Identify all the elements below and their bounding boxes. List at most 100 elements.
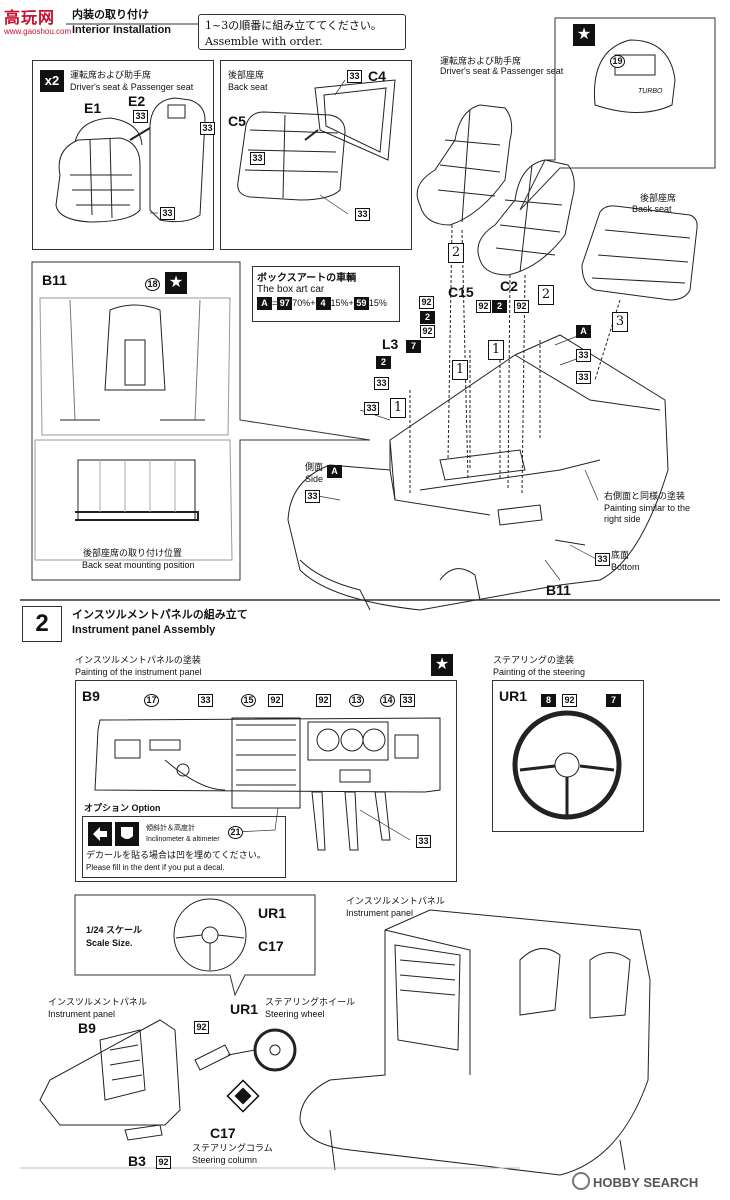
right-side-ja: 右側面と同様の塗装 <box>604 491 686 501</box>
instruction-box: 1~3の順番に組み立ててください。 Assemble with order. <box>198 14 406 50</box>
car-body-b11-drawing <box>287 334 669 611</box>
side-label-en: Side <box>305 474 324 484</box>
paint-17: 17 <box>144 694 159 707</box>
paint-33: 33 <box>305 490 320 503</box>
steering-painting-drawing <box>512 710 622 820</box>
paint-92: 92 <box>194 1021 209 1034</box>
mount-label-ja: 後部座席の取り付け位置 <box>83 548 183 558</box>
paint-2: 2 <box>492 300 507 313</box>
part-b11-box: B11 <box>42 272 67 288</box>
option-icons <box>88 822 139 846</box>
order-1: 1 <box>488 340 504 360</box>
paint-13: 13 <box>349 694 364 707</box>
panel-star-badge: ★ <box>431 654 453 676</box>
side-label-ja: 側面 <box>305 462 324 472</box>
paint-33: 33 <box>347 70 362 83</box>
part-e1: E1 <box>84 100 102 116</box>
passenger-seat-drawing <box>477 159 575 276</box>
back-seat-main-drawing <box>581 205 698 301</box>
seats-label-en: Driver's seat & Passenger seat <box>70 82 194 92</box>
bottom-label-ja: 底面 <box>611 550 630 560</box>
instrument-panel-drawing <box>94 717 441 851</box>
steer-paint-label-en: Painting of the steering <box>493 667 586 677</box>
mount-label-en: Back seat mounting position <box>82 560 195 570</box>
panel-paint-label-ja: インスツルメントパネルの塗装 <box>75 655 201 665</box>
part-c4: C4 <box>368 68 386 84</box>
part-b9: B9 <box>78 1020 96 1036</box>
main-back-label-ja: 後部座席 <box>640 193 677 203</box>
paint-a: A <box>257 297 272 310</box>
back-seat-label-ja: 後部座席 <box>228 70 265 80</box>
option-title: オプション Option <box>84 803 161 813</box>
panel-paint-label-en: Painting of the instrument panel <box>75 667 202 677</box>
seat-e1-drawing <box>55 117 143 223</box>
paint-33: 33 <box>198 694 213 707</box>
incl-label-ja: 傾斜計＆高度計 <box>146 825 195 832</box>
paint-92: 92 <box>156 1156 171 1169</box>
paint-33: 33 <box>595 553 610 566</box>
paint-33: 33 <box>364 402 379 415</box>
part-ur1-paint: UR1 <box>499 688 528 704</box>
paint-92: 92 <box>316 694 331 707</box>
instruction-ja: 1~3の順番に組み立ててください。 <box>205 19 382 32</box>
column-label-en: Steering column <box>192 1155 258 1165</box>
order-2: 2 <box>448 243 464 263</box>
seat-badge-text: TURBO <box>638 88 663 95</box>
main-seats-label-ja: 運転席および助手席 <box>440 56 522 66</box>
paint-33: 33 <box>160 207 175 220</box>
paint-33: 33 <box>250 152 265 165</box>
paint-33: 33 <box>133 110 148 123</box>
seat-e2-drawing <box>129 97 206 223</box>
paint-33: 33 <box>576 349 591 362</box>
part-c17: C17 <box>210 1125 236 1141</box>
bottom-label-en: Bottom <box>611 562 640 572</box>
seats-multiplier: x2 <box>40 70 64 92</box>
lower-panel-drawing <box>39 1019 297 1141</box>
mix-p2: 15%+ <box>330 298 354 308</box>
paint-33: 33 <box>355 208 370 221</box>
part-c17-scale: C17 <box>258 938 284 954</box>
paint-97: 97 <box>277 297 293 310</box>
part-ur1: UR1 <box>230 1001 259 1017</box>
decal-note-ja: デカールを貼る場合は凹を埋めてください。 <box>86 850 266 860</box>
part-b9-paint: B9 <box>82 688 100 704</box>
seats-label-ja: 運転席および助手席 <box>70 70 152 80</box>
part-b11: B11 <box>546 582 571 598</box>
step1-title-en: Interior Installation <box>72 24 172 36</box>
paint-15: 15 <box>241 694 256 707</box>
steer-paint-label-ja: ステアリングの塗装 <box>493 655 575 665</box>
part-c2: C2 <box>500 278 518 294</box>
wheel-label-en: Steering wheel <box>265 1009 325 1019</box>
boxart-title-ja: ボックスアートの車輌 <box>257 273 357 284</box>
part-ur1-scale: UR1 <box>258 905 287 921</box>
back-seat-c5-drawing <box>237 111 346 201</box>
lower-car-drawing <box>299 909 651 1176</box>
footer-logo: HOBBY SEARCH <box>572 1172 698 1190</box>
right-ip-label-ja: インスツルメントパネル <box>346 896 445 906</box>
paint-92: 92 <box>268 694 283 707</box>
order-1: 1 <box>452 360 468 380</box>
site-url: www.gaoshou.com <box>4 27 72 36</box>
main-seats-label-en: Driver's seat & Passenger seat <box>440 66 564 76</box>
right-ip-label-en: Instrument panel <box>346 908 414 918</box>
main-back-label-en: Back seat <box>632 204 672 214</box>
paint-2: 2 <box>376 356 391 369</box>
part-b3: B3 <box>128 1153 146 1169</box>
paint-33: 33 <box>374 377 389 390</box>
paint-59: 59 <box>353 297 369 310</box>
footer-logo-mark <box>572 1172 590 1190</box>
paint-92: 92 <box>420 325 435 338</box>
paint-a: A <box>327 465 342 478</box>
star-badge: ★ <box>573 24 595 46</box>
seats-box <box>32 60 214 250</box>
paint-14: 14 <box>380 694 395 707</box>
driver-seat-drawing <box>416 104 513 226</box>
right-side-en2: right side <box>604 514 641 524</box>
ip-label-en: Instrument panel <box>48 1009 116 1019</box>
b11-star-badge: ★ <box>165 272 187 294</box>
paint-92: 92 <box>419 296 434 309</box>
paint-18: 18 <box>145 278 160 291</box>
scale-label-ja: 1/24 スケール <box>86 925 143 935</box>
paint-7: 7 <box>606 694 621 707</box>
paint-4: 4 <box>315 297 331 310</box>
